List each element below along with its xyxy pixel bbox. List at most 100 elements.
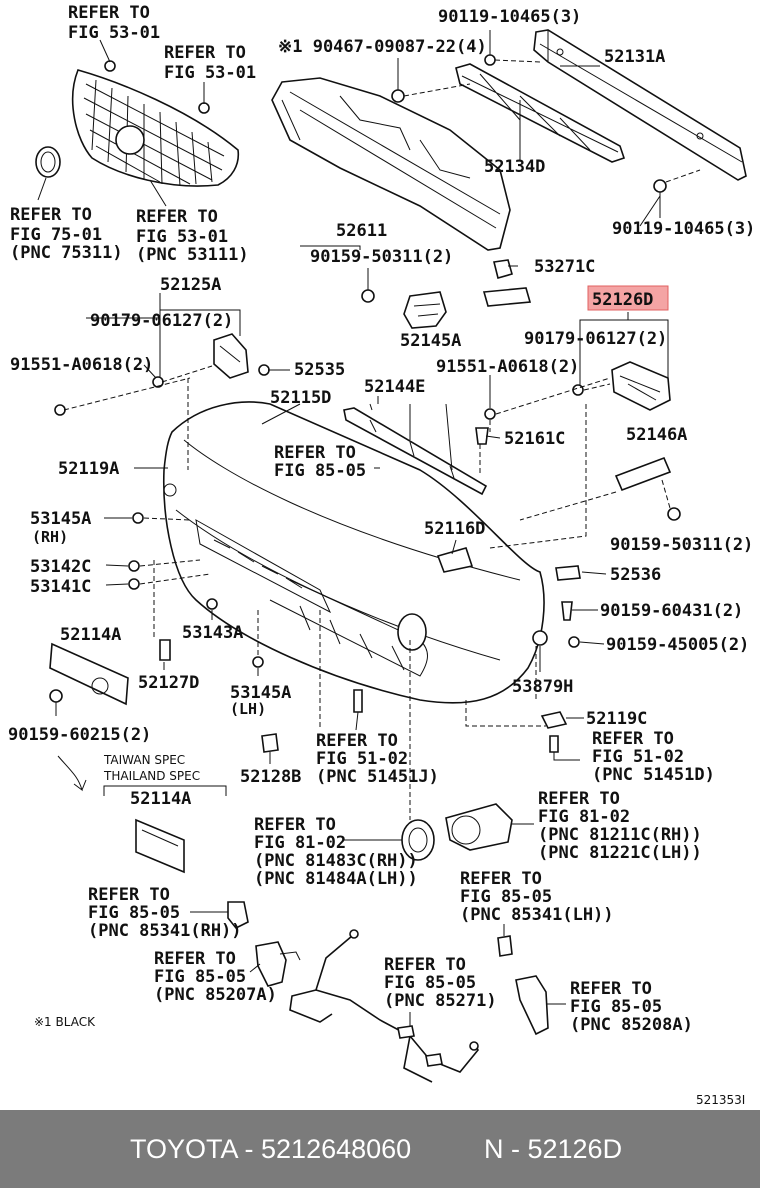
label-52161C: 52161C — [504, 429, 565, 449]
label-52125A: 52125A — [160, 275, 221, 295]
footer-bar: TOYOTA - 5212648060 N - 52126D — [0, 1110, 760, 1188]
label-52134D: 52134D — [484, 157, 545, 177]
label-53142C: 53142C — [30, 557, 91, 577]
label-taiwan-spec: TAIWAN SPEC — [103, 753, 185, 767]
label-fig-53-01: FIG 53-01 — [164, 63, 256, 83]
label-rh: (RH) — [32, 528, 68, 546]
label-pnc-85341-lh: (PNC 85341(LH)) — [460, 905, 614, 925]
energy-absorber-52611 — [271, 77, 511, 251]
label-pnc-53111: (PNC 53111) — [136, 245, 249, 265]
bracket-52145A — [403, 291, 447, 329]
fog-lamp-bezel — [401, 819, 435, 861]
parts-diagram: REFER TO FIG 53-01 REFER TO FIG 53-01 90… — [8, 3, 755, 1107]
label-refer-to: REFER TO — [274, 443, 356, 463]
label-52114A: 52114A — [60, 625, 121, 645]
label-refer-to: REFER TO — [68, 3, 150, 23]
label-fig-53-01: FIG 53-01 — [136, 227, 228, 247]
label-52127D: 52127D — [138, 673, 199, 693]
label-fig-85-05: FIG 85-05 — [274, 461, 366, 481]
label-90119-10465-right: 90119-10465(3) — [612, 219, 755, 239]
label-91551-A0618-right: 91551-A0618(2) — [436, 357, 579, 377]
label-fig-53-01: FIG 53-01 — [68, 23, 160, 43]
label-fig-51-02: FIG 51-02 — [592, 747, 684, 767]
label-90179-06127-right: 90179-06127(2) — [524, 329, 667, 349]
label-refer-to: REFER TO — [164, 43, 246, 63]
spacer-52125A — [213, 333, 249, 379]
fasteners-middle — [54, 364, 611, 470]
bumper-side-fasteners — [128, 378, 671, 820]
grille-clips — [99, 39, 210, 114]
bumper-reinforcement-52131A — [533, 29, 747, 181]
label-52536: 52536 — [610, 565, 661, 585]
radiator-grille — [71, 69, 240, 187]
label-pnc-85341-rh: (PNC 85341(RH)) — [88, 921, 242, 941]
leader-lines — [37, 65, 669, 1026]
label-pnc-81483C: (PNC 81483C(RH)) — [254, 851, 418, 871]
callout-labels: REFER TO FIG 53-01 REFER TO FIG 53-01 90… — [8, 3, 755, 1107]
label-53145A-rh: 53145A — [30, 509, 91, 529]
bracket-52146A — [614, 456, 681, 521]
label-refer-to: REFER TO — [88, 885, 170, 905]
label-fig-81-02: FIG 81-02 — [254, 833, 346, 853]
label-90179-06127-left: 90179-06127(2) — [90, 311, 233, 331]
label-thailand-spec: THAILAND SPEC — [103, 769, 200, 783]
label-fig-85-05: FIG 85-05 — [570, 997, 662, 1017]
label-52535: 52535 — [294, 360, 345, 380]
spacer-52126D — [611, 361, 671, 411]
label-52144E: 52144E — [364, 377, 425, 397]
label-refer-to: REFER TO — [154, 949, 236, 969]
label-52126D-highlighted: 52126D — [592, 290, 653, 310]
emblem — [35, 146, 61, 178]
label-52119C: 52119C — [586, 709, 647, 729]
label-52119A: 52119A — [58, 459, 119, 479]
label-lh: (LH) — [230, 700, 266, 718]
sensor-bracket-85207A — [255, 941, 301, 987]
retainer-52134D — [455, 63, 626, 163]
label-refer-to: REFER TO — [538, 789, 620, 809]
label-pnc-51451D: (PNC 51451D) — [592, 765, 715, 785]
label-refer-to: REFER TO — [384, 955, 466, 975]
bolts-upper — [361, 30, 701, 303]
label-fig-85-05: FIG 85-05 — [154, 967, 246, 987]
label-fig-85-05: FIG 85-05 — [460, 887, 552, 907]
label-52114A-taiwan: 52114A — [130, 789, 191, 809]
label-fig-81-02: FIG 81-02 — [538, 807, 630, 827]
footer-part-number: TOYOTA - 5212648060 — [130, 1134, 412, 1164]
label-53141C: 53141C — [30, 577, 91, 597]
label-52145A: 52145A — [400, 331, 461, 351]
label-refer-to: REFER TO — [592, 729, 674, 749]
bumper-cover-52119A — [162, 401, 545, 704]
retainer-52144E — [343, 407, 488, 496]
label-refer-to: REFER TO — [10, 205, 92, 225]
clip-53271C — [482, 259, 532, 307]
label-53143A: 53143A — [182, 623, 243, 643]
label-note-black: ※1 BLACK — [34, 1015, 96, 1029]
wire-harness-85271 — [289, 929, 479, 1083]
label-90159-60215: 90159-60215(2) — [8, 725, 151, 745]
label-90159-50311-upper: 90159-50311(2) — [310, 247, 453, 267]
label-pnc-81484A: (PNC 81484A(LH)) — [254, 869, 418, 889]
sensor-rh — [227, 901, 249, 930]
sensor-lh — [497, 935, 513, 957]
label-90159-50311-right: 90159-50311(2) — [610, 535, 753, 555]
label-pnc-85271: (PNC 85271) — [384, 991, 497, 1011]
highlight-52126D — [587, 285, 669, 311]
label-pnc-85207A: (PNC 85207A) — [154, 985, 277, 1005]
label-pnc-85208A: (PNC 85208A) — [570, 1015, 693, 1035]
label-refer-to: REFER TO — [570, 979, 652, 999]
label-pnc-51451J: (PNC 51451J) — [316, 767, 439, 787]
label-refer-to: REFER TO — [316, 731, 398, 751]
label-pnc-81221C: (PNC 81221C(LH)) — [538, 843, 702, 863]
license-bracket-52114A — [49, 642, 129, 706]
footer-pnc: N - 52126D — [484, 1134, 623, 1164]
label-pnc-75311: (PNC 75311) — [10, 243, 123, 263]
label-90159-45005: 90159-45005(2) — [606, 635, 749, 655]
label-90159-60431: 90159-60431(2) — [600, 601, 743, 621]
label-91551-A0618-left: 91551-A0618(2) — [10, 355, 153, 375]
label-fig-75-01: FIG 75-01 — [10, 225, 102, 245]
label-refer-to: REFER TO — [136, 207, 218, 227]
label-52116D: 52116D — [424, 519, 485, 539]
label-52131A: 52131A — [604, 47, 665, 67]
fog-lamp — [445, 803, 513, 851]
license-bracket-taiwan-spec — [57, 755, 227, 874]
